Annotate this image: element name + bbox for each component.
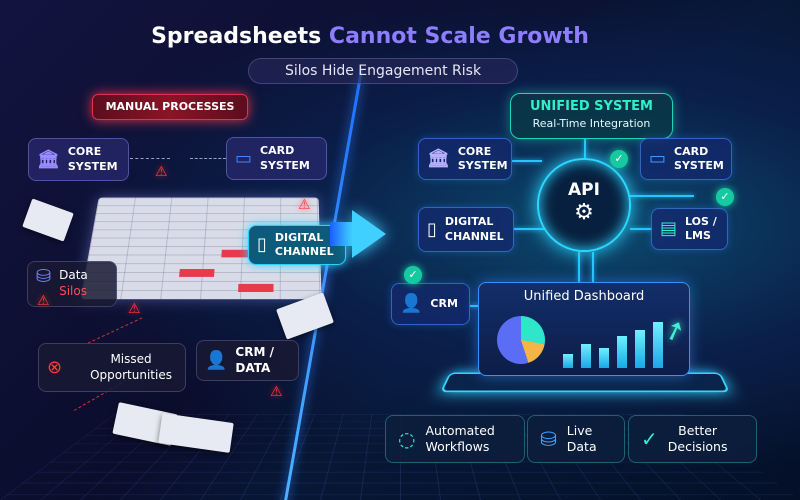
bar (599, 348, 609, 368)
connector (630, 195, 694, 197)
gear-icon: ⚙ (574, 200, 594, 225)
connector (190, 158, 226, 159)
page-title: Spreadsheets Cannot Scale Growth (151, 24, 589, 49)
unified-system-banner: UNIFIED SYSTEM Real-Time Integration (510, 93, 673, 139)
check-icon: ✓ (716, 188, 734, 206)
chat-icon: ◌ (398, 427, 416, 451)
bank-icon: 🏛 (37, 148, 60, 170)
transition-arrow-icon (352, 210, 386, 258)
connector (514, 228, 544, 230)
user-icon: 👤 (400, 293, 423, 314)
connector (592, 252, 594, 282)
connector (470, 305, 480, 307)
warning-icon: ⚠ (298, 197, 311, 213)
bar (635, 330, 645, 368)
transition-arrow-shaft (330, 222, 354, 246)
warning-icon: ⚠ (37, 293, 50, 309)
error-cell (238, 283, 274, 293)
manual-processes-banner: MANUAL PROCESSES (92, 94, 248, 120)
warning-icon: ⚠ (155, 164, 168, 180)
paper-document (22, 198, 74, 242)
los-lms-card: ▤ LOS /LMS (651, 208, 728, 250)
paper-document (276, 292, 334, 340)
error-cell (179, 269, 215, 277)
mobile-icon: ▯ (257, 234, 267, 255)
bar (581, 344, 591, 368)
check-icon: ✓ (404, 266, 422, 284)
connector (512, 160, 542, 162)
subtitle: Silos Hide Engagement Risk (248, 58, 518, 84)
bar (653, 322, 663, 368)
user-icon: 👤 (205, 349, 228, 371)
api-hub: API ⚙ (537, 158, 631, 252)
crm-card: 👤 CRM (391, 283, 470, 325)
warning-icon: ⚠ (128, 301, 141, 317)
mobile-icon: ▯ (427, 218, 437, 240)
bar (563, 354, 573, 368)
connector (578, 252, 580, 282)
check-icon: ✓ (610, 150, 628, 168)
connector (87, 317, 143, 344)
connector (584, 139, 586, 159)
credit-card-icon: ▭ (649, 148, 667, 169)
connector (630, 228, 652, 230)
connector (130, 158, 170, 159)
database-icon: ⛁ (36, 266, 52, 287)
warning-icon: ⚠ (270, 384, 283, 400)
bar-chart-graphic (563, 320, 673, 368)
check-icon: ✓ (641, 427, 658, 451)
credit-card-icon: ▭ (235, 147, 253, 169)
crm-data-card: 👤 CRM /DATA (196, 340, 299, 381)
document-icon: ▤ (660, 218, 678, 239)
database-icon: ⛁ (540, 427, 557, 451)
error-icon: ⊗ (47, 356, 63, 378)
pie-chart-graphic (497, 316, 545, 364)
bank-icon: 🏛 (427, 148, 450, 169)
bar (617, 336, 627, 368)
